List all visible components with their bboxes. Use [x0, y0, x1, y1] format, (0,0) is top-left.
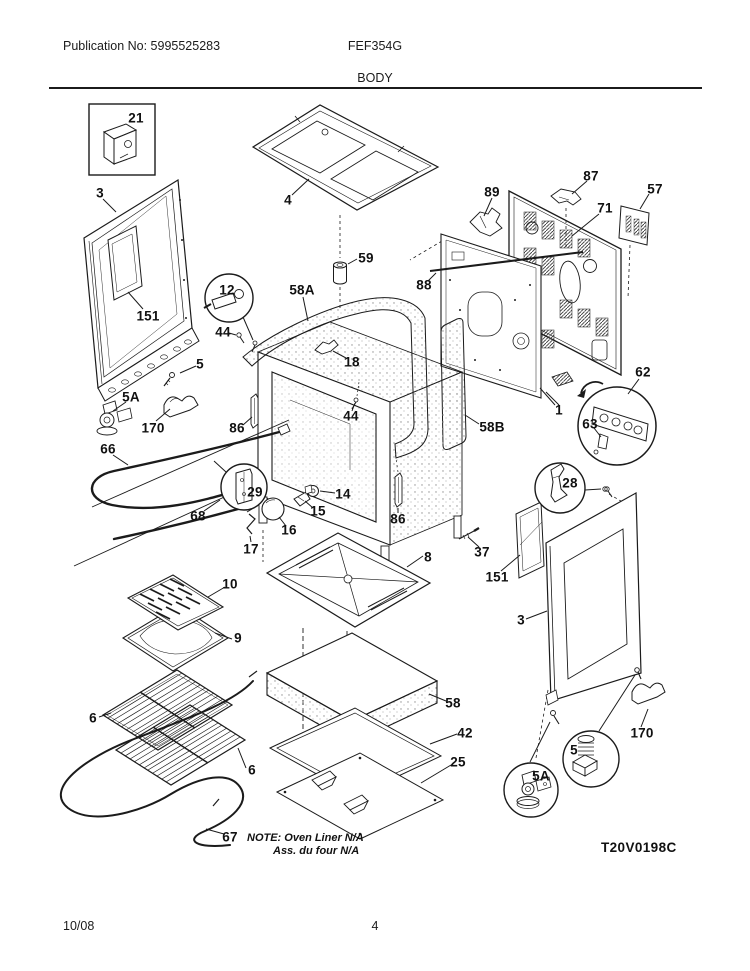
clip-87-drawing [550, 180, 588, 248]
callout-87-8: 87 [583, 168, 599, 184]
callout-170-46: 170 [630, 725, 654, 741]
vent-plate-57-drawing [618, 193, 650, 299]
callout-10-36: 10 [222, 576, 238, 592]
callout-37-28: 37 [474, 544, 490, 560]
callout-86-26: 86 [390, 511, 406, 527]
callout-151-2: 151 [136, 308, 160, 324]
callout-66-19: 66 [100, 441, 116, 457]
callout-88-6: 88 [416, 277, 432, 293]
callout-18-13: 18 [344, 354, 360, 370]
top-panel-4-drawing [251, 104, 440, 211]
callout-5-44: 5 [570, 742, 578, 758]
callout-1-33: 1 [555, 402, 563, 418]
callout-151-29: 151 [485, 569, 509, 585]
publication-number: Publication No: 5995525283 [63, 39, 221, 53]
callout-6-39: 6 [248, 762, 256, 778]
element-wire-67-drawing [60, 670, 258, 847]
broiler-pan-drawing [121, 574, 233, 672]
callout-4-3: 4 [284, 192, 292, 208]
footer-page-number: 4 [371, 919, 379, 933]
callout-44-14: 44 [343, 408, 359, 424]
callout-63-32: 63 [582, 416, 598, 432]
rear-frame-1-drawing [440, 233, 574, 406]
callout-5-16: 5 [196, 356, 204, 372]
page-title: BODY [357, 71, 393, 85]
bottom-sheet-25-drawing [275, 752, 452, 840]
detail-circle-12 [203, 273, 258, 353]
model-number: FEF354G [347, 39, 403, 53]
callout-29-21: 29 [247, 484, 263, 500]
small-parts-14-17-drawing [246, 484, 336, 543]
detail-circle-62 [545, 378, 657, 466]
callout-6-38: 6 [89, 710, 97, 726]
bottom-panel-8-drawing [265, 532, 432, 628]
callout-28-35: 28 [562, 475, 578, 491]
callout-58-41: 58 [445, 695, 461, 711]
pin-86-right-drawing [394, 451, 403, 513]
insulation-58a-drawing [242, 296, 429, 459]
detail-circle-29 [213, 460, 268, 511]
note-line-1: NOTE: Oven Liner N/A [247, 832, 364, 844]
callout-5a-45: 5A [532, 768, 550, 784]
leg-5a-left-drawing [96, 351, 133, 436]
left-side-panel-drawing [83, 178, 200, 402]
inset-box-21 [88, 103, 156, 176]
diagram-code: T20V0198C [601, 840, 677, 855]
screw-5-left-drawing [163, 365, 197, 387]
callout-68-20: 68 [190, 508, 206, 524]
callout-5a-17: 5A [122, 389, 140, 405]
detail-circle-28 [534, 462, 608, 514]
header-divider [49, 87, 702, 89]
callout-15-24: 15 [310, 503, 326, 519]
screw-44-upper-drawing [228, 332, 245, 344]
rod-88-drawing [427, 251, 584, 282]
callout-9-37: 9 [234, 630, 242, 646]
callout-3-1: 3 [96, 185, 104, 201]
callout-58a-5: 58A [289, 282, 315, 298]
note-line-2: Ass. du four N/A [273, 844, 360, 857]
screw-44-lower-drawing [351, 381, 360, 412]
callout-71-9: 71 [597, 200, 613, 216]
bracket-170-left-drawing [155, 395, 199, 422]
clip-18-drawing [314, 339, 347, 359]
bottom-right-hardware-drawing [503, 674, 666, 818]
pin-86-left-drawing [242, 393, 259, 429]
oven-liner-note: NOTE: Oven Liner N/A Ass. du four N/A [247, 832, 364, 857]
callout-86-15: 86 [229, 420, 245, 436]
callout-16-22: 16 [281, 522, 297, 538]
plate-151-right-drawing [500, 501, 545, 579]
callout-57-10: 57 [647, 181, 663, 197]
screw-37-drawing [458, 527, 480, 548]
callout-89-7: 89 [484, 184, 500, 200]
callout-170-18: 170 [141, 420, 165, 436]
callout-25-43: 25 [450, 754, 466, 770]
footer-date: 10/08 [63, 919, 95, 933]
oven-cavity-drawing [256, 321, 464, 600]
right-side-panel-drawing [525, 486, 642, 759]
callout-62-31: 62 [635, 364, 651, 380]
callout-8-27: 8 [424, 549, 432, 565]
callout-21-0: 21 [128, 110, 144, 126]
spacer-59-drawing [333, 215, 358, 308]
callout-42-42: 42 [457, 725, 473, 741]
callout-59-4: 59 [358, 250, 374, 266]
callout-17-23: 17 [243, 541, 259, 557]
callout-12-11: 12 [219, 282, 235, 298]
callout-44-12: 44 [215, 324, 231, 340]
callout-67-40: 67 [222, 829, 238, 845]
callout-14-25: 14 [335, 486, 351, 502]
callout-58b-34: 58B [479, 419, 505, 435]
callout-3-30: 3 [517, 612, 525, 628]
